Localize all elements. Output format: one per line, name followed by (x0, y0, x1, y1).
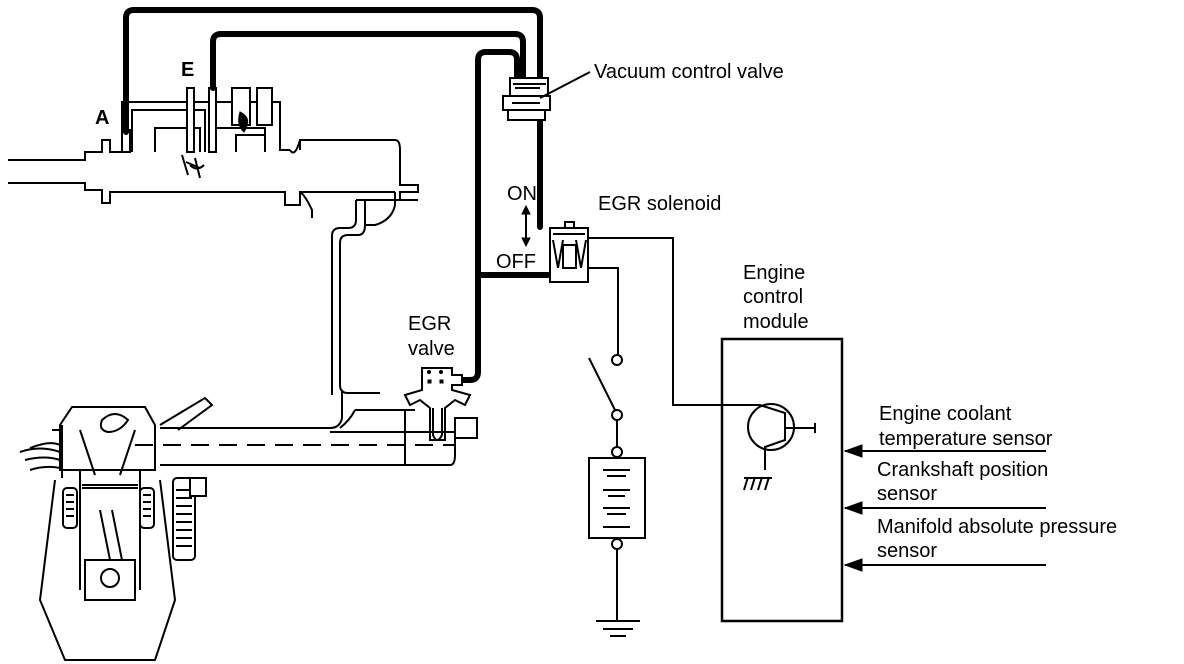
manifold-runs (135, 390, 456, 466)
off-label: OFF (496, 251, 536, 273)
egr-valve (403, 367, 478, 441)
egr-solenoid (521, 204, 589, 283)
egr-pipe (331, 199, 418, 429)
wire-solenoid-switch (588, 267, 619, 355)
ecm-box (720, 337, 844, 623)
ecm-label-line2: control (743, 286, 803, 308)
sensor-label-map-line2: sensor (877, 540, 937, 562)
ground-symbol (596, 620, 640, 637)
sensor-label-crankshaft-line1: Crankshaft position (877, 459, 1048, 481)
hose-port-e (210, 31, 526, 91)
ecm-label-line1: Engine (743, 262, 805, 284)
ecm-label-line3: module (743, 311, 809, 333)
ignition-switch (588, 354, 623, 448)
port-e-label: E (181, 59, 194, 81)
on-label: ON (507, 183, 537, 205)
sensor-label-crankshaft-line2: sensor (877, 483, 937, 505)
vacuum-control-valve (502, 71, 591, 121)
egr-valve-label-line2: valve (408, 338, 455, 360)
battery (588, 446, 646, 620)
port-e-nipple (186, 87, 195, 153)
port-stems (121, 87, 217, 153)
sensor-label-map-line1: Manifold absolute pressure (877, 516, 1117, 538)
vacuum-hoses (123, 7, 551, 383)
port-a-label: A (95, 107, 109, 129)
port-e2-nipple (208, 87, 217, 153)
hose-egr-valve (457, 49, 520, 383)
egr-valve-label-line1: EGR (408, 313, 451, 335)
sensor-label-coolant-line1: Engine coolant (879, 403, 1012, 425)
egr-solenoid-label: EGR solenoid (598, 193, 721, 215)
sensor-inputs (843, 444, 1046, 572)
engine-control-module (720, 337, 844, 623)
engine-block (19, 396, 214, 661)
wire-solenoid-ecm (588, 237, 760, 406)
vacuum-control-valve-label: Vacuum control valve (594, 61, 784, 83)
hose-port-a (123, 7, 543, 230)
wiring (588, 237, 760, 406)
sensor-label-coolant-line2: temperature sensor (879, 428, 1053, 450)
